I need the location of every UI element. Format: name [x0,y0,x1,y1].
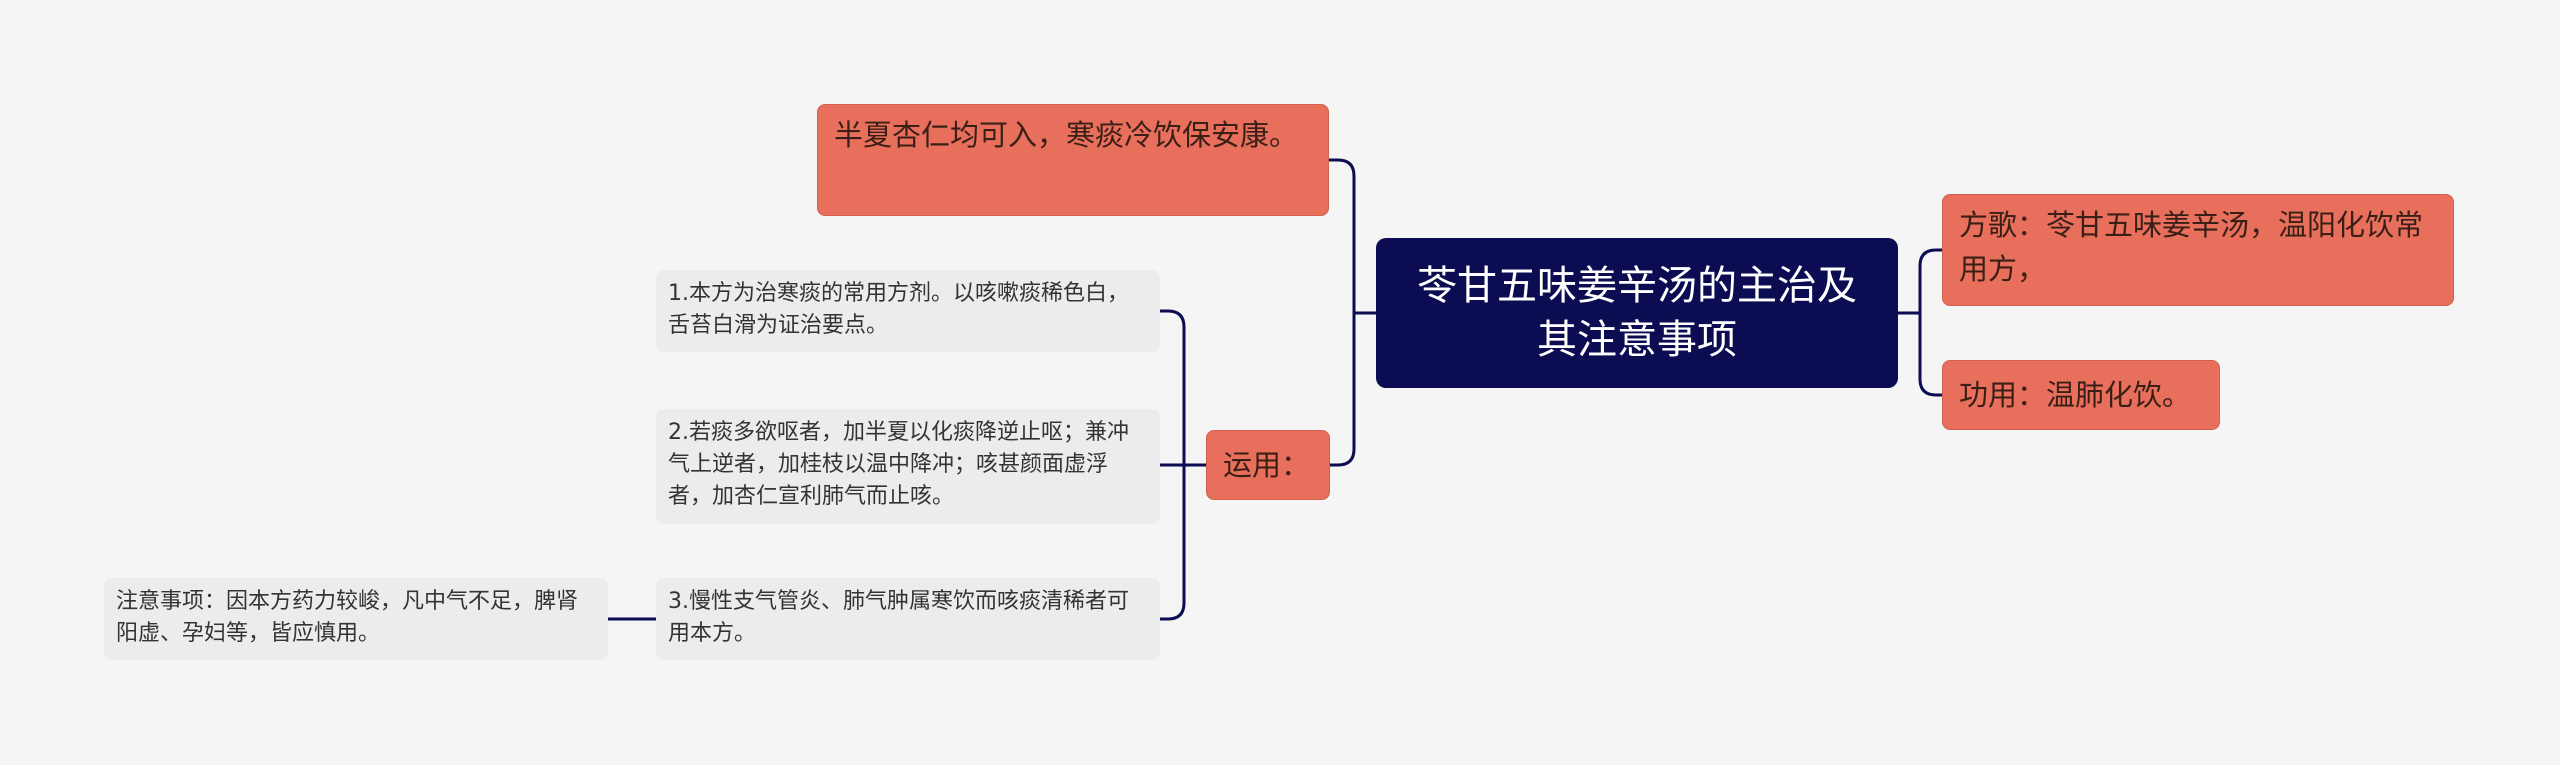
caution-node[interactable]: 注意事项：因本方药力较峻，凡中气不足，脾肾阳虚、孕妇等，皆应慎用。 [104,578,608,660]
link-root-song [1918,248,1944,315]
link-usage-g3 [1158,463,1186,621]
usage-item-3[interactable]: 3.慢性支气管炎、肺气肿属寒饮而咳痰清稀者可用本方。 [656,578,1160,660]
function-text: 功用：温肺化饮。 [1959,378,2192,412]
usage-item-1[interactable]: 1.本方为治寒痰的常用方剂。以咳嗽痰稀色白，舌苔白滑为证治要点。 [656,270,1160,352]
caution-text: 注意事项：因本方药力较峻，凡中气不足，脾肾阳虚、孕妇等，皆应慎用。 [116,589,579,646]
usage-node[interactable]: 运用： [1206,430,1330,500]
link-usage-g1 [1158,309,1186,467]
usage-item-1-text: 1.本方为治寒痰的常用方剂。以咳嗽痰稀色白，舌苔白滑为证治要点。 [668,281,1129,338]
root-topic[interactable]: 苓甘五味姜辛汤的主治及其注意事项 [1376,238,1898,388]
link-root-func [1918,311,1944,397]
usage-item-3-text: 3.慢性支气管炎、肺气肿属寒饮而咳痰清稀者可用本方。 [668,589,1129,646]
verse-tail-text: 半夏杏仁均可入，寒痰冷饮保安康。 [834,118,1299,152]
verse-node[interactable]: 方歌：苓甘五味姜辛汤，温阳化饮常用方， [1942,194,2454,306]
root-title: 苓甘五味姜辛汤的主治及其注意事项 [1417,263,1857,363]
verse-text: 方歌：苓甘五味姜辛汤，温阳化饮常用方， [1959,208,2424,286]
link-root-top [1327,158,1356,315]
usage-item-2[interactable]: 2.若痰多欲呕者，加半夏以化痰降逆止呕；兼冲气上逆者，加桂枝以温中降冲；咳甚颜面… [656,409,1160,524]
function-node[interactable]: 功用：温肺化饮。 [1942,360,2220,430]
usage-label: 运用： [1223,448,1311,482]
usage-item-2-text: 2.若痰多欲呕者，加半夏以化痰降逆止呕；兼冲气上逆者，加桂枝以温中降冲；咳甚颜面… [668,420,1129,509]
link-root-usage [1328,311,1356,467]
verse-tail-node[interactable]: 半夏杏仁均可入，寒痰冷饮保安康。 [817,104,1329,216]
